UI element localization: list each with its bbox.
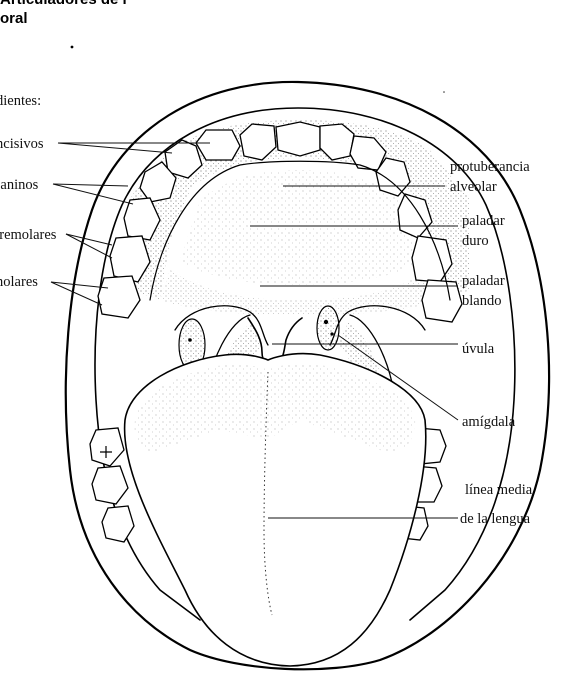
incisor-tooth: [196, 130, 240, 160]
label-linea-media-line1: línea media: [465, 482, 533, 498]
label-incisivos: incisivos: [0, 136, 44, 152]
label-caninos: caninos: [0, 177, 39, 193]
label-paladar-blando-line1: paladar: [462, 273, 505, 289]
label-dientes: dientes:: [0, 93, 41, 109]
lower-molar-tooth: [90, 428, 124, 466]
molar-tooth: [98, 276, 140, 318]
lower-molar-tooth: [102, 506, 134, 542]
stray-dot: [443, 91, 445, 93]
label-protuberancia-line1: protuberancia: [450, 159, 530, 175]
label-premolares: premolares: [0, 227, 57, 243]
label-uvula: úvula: [462, 341, 495, 357]
label-protuberancia-line2: alveolar: [450, 179, 497, 195]
stray-dot: [71, 46, 74, 49]
label-paladar-duro-line2: duro: [462, 233, 489, 249]
label-paladar-duro-line1: paladar: [462, 213, 505, 229]
lower-molar-tooth: [92, 466, 128, 504]
label-linea-media-line2: de la lengua: [460, 511, 531, 527]
incisor-tooth: [276, 122, 320, 156]
label-paladar-blando-line2: blando: [462, 293, 501, 309]
label-amigdala: amígdala: [462, 414, 516, 430]
label-molares: molares: [0, 274, 38, 290]
